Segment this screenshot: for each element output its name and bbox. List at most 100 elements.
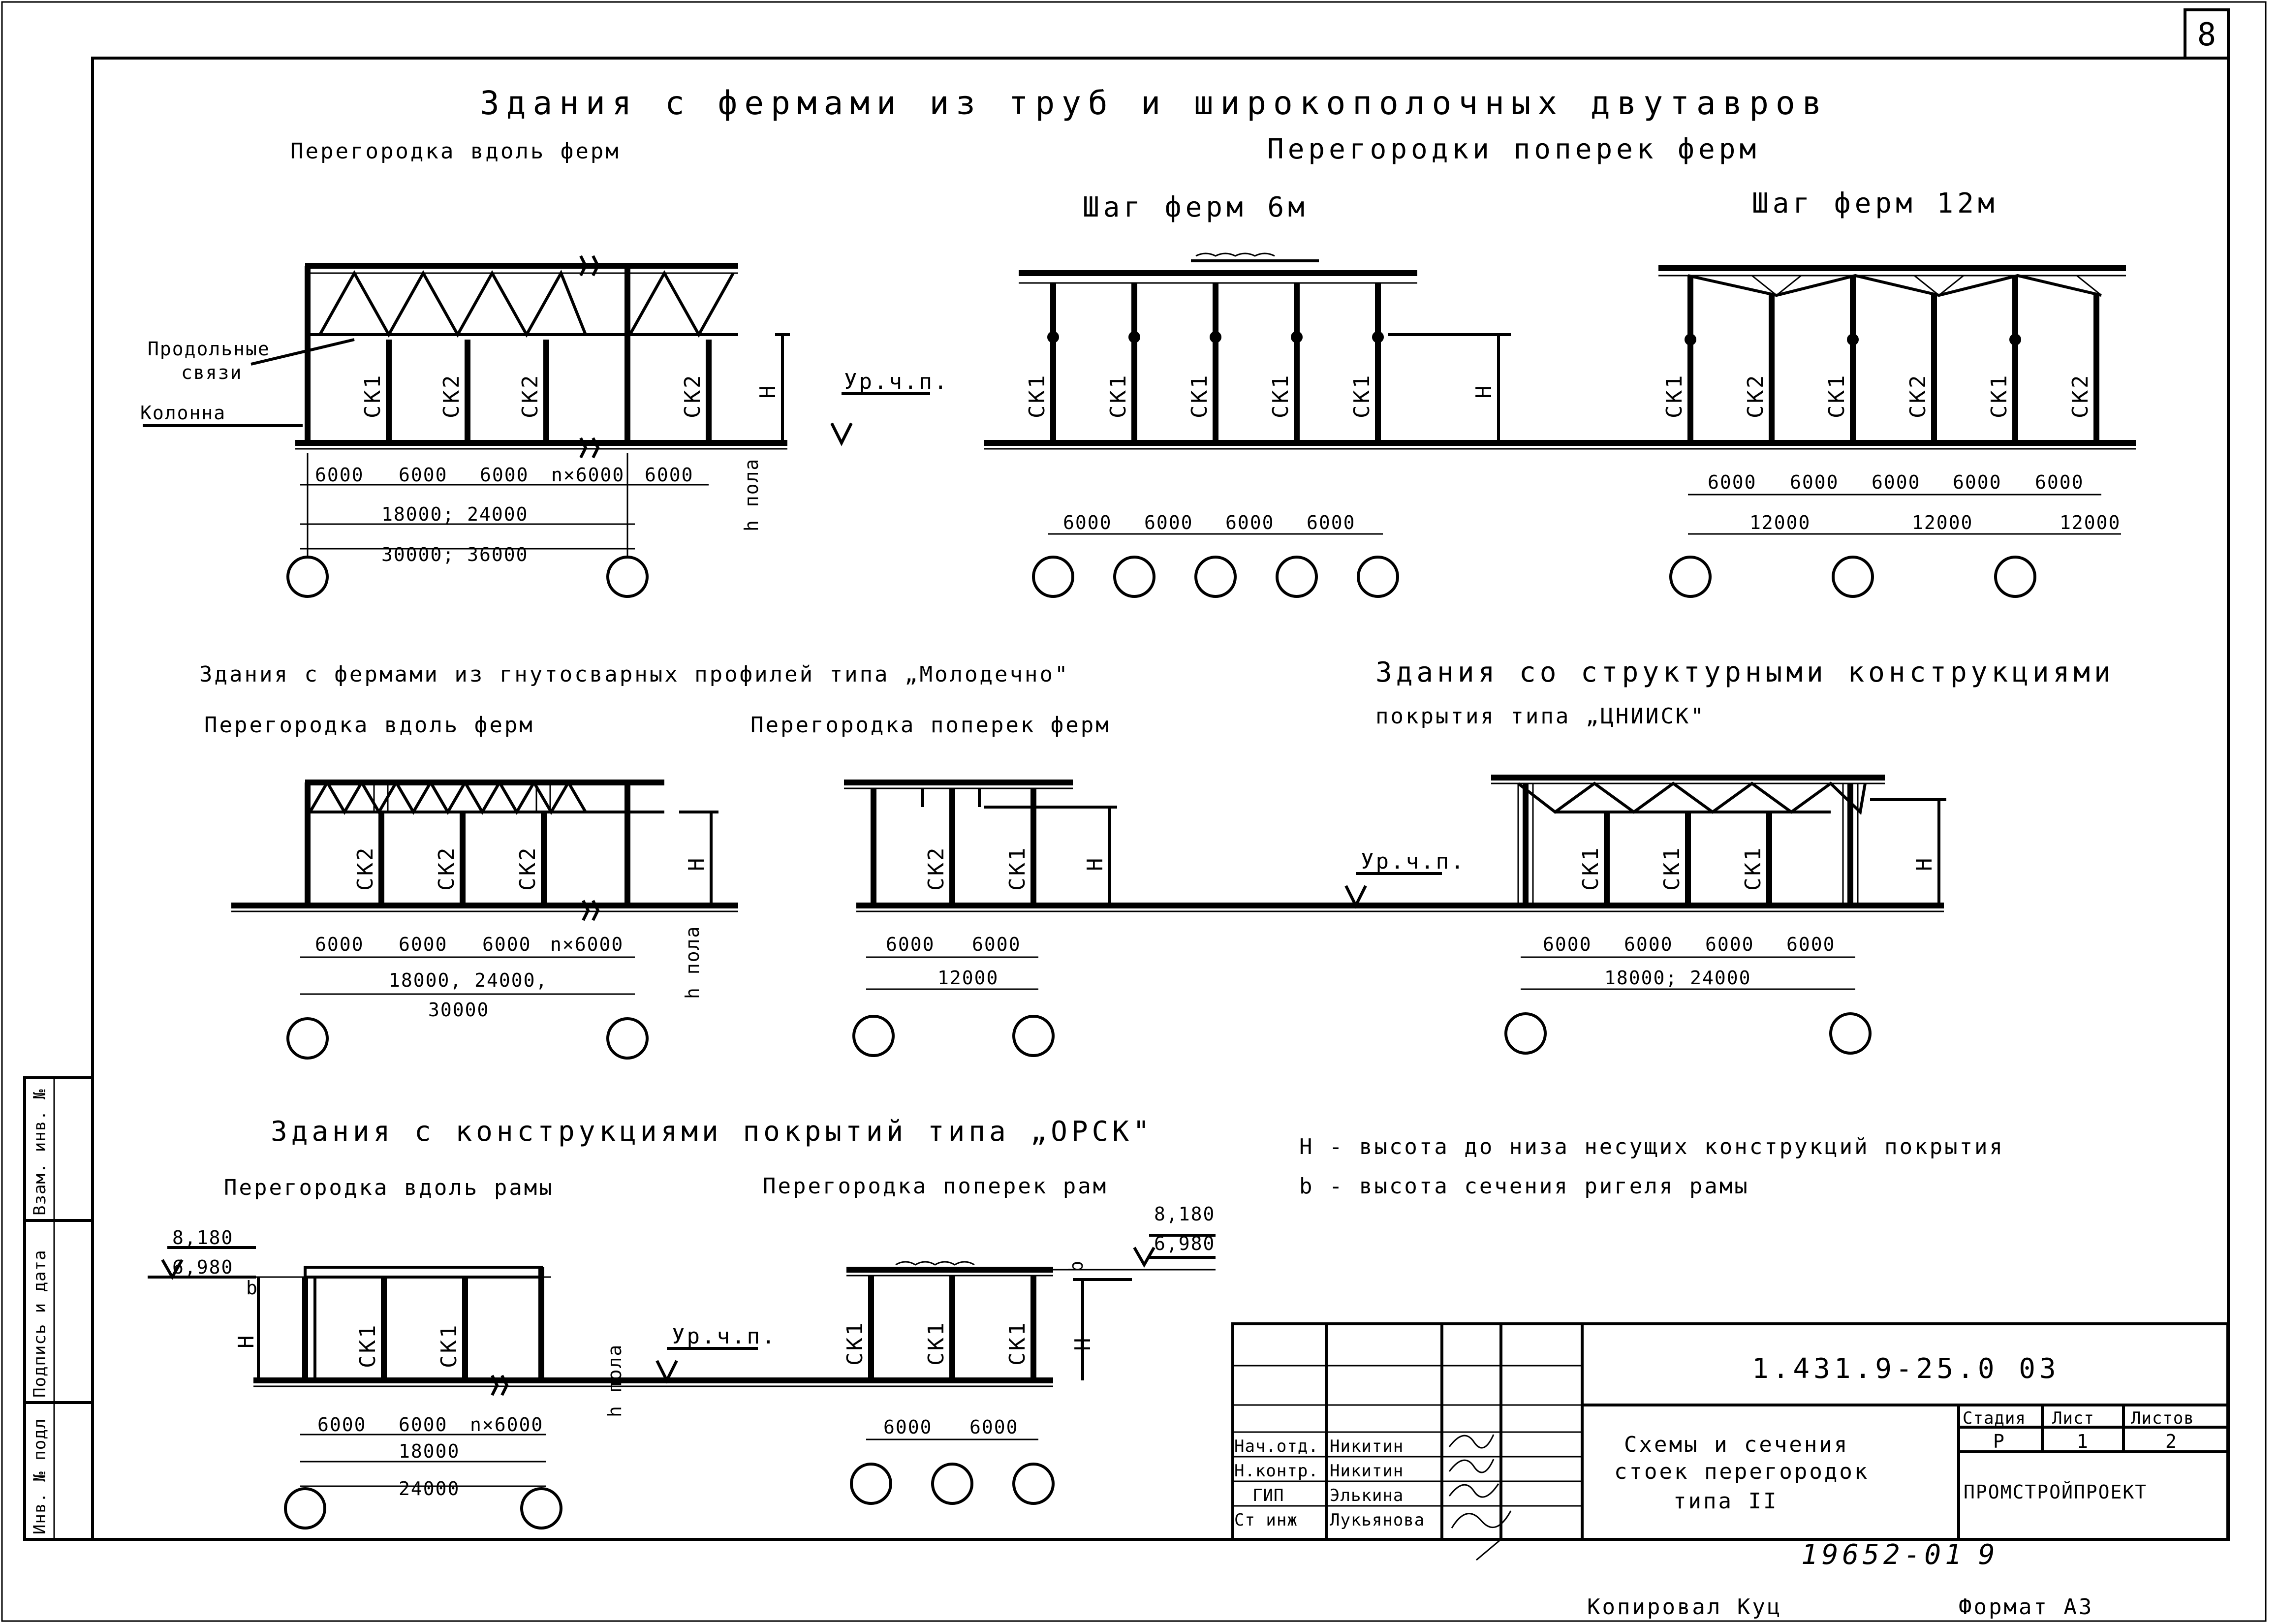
stage-value: Р <box>1993 1431 2005 1452</box>
sec2-along-dim: 6000 <box>399 934 448 955</box>
sec1-step12-post: СК1 <box>1987 374 2012 418</box>
copied-by: Копировал Куц <box>1587 1594 1782 1620</box>
sec2-along-floor-depth: h пола <box>682 926 703 999</box>
sec3-height: Н <box>1912 856 1937 872</box>
sec1-step12-total: 12000 <box>2060 512 2121 533</box>
sec1-step6-dim: 6000 <box>1225 512 1275 533</box>
role-label: ГИП <box>1252 1486 1284 1505</box>
sec2-across-height: Н <box>1083 856 1108 872</box>
sec4-along-dim: n×6000 <box>470 1414 543 1436</box>
sec3-post: СК1 <box>1578 846 1603 891</box>
role-label: Ст инж <box>1234 1510 1298 1530</box>
sec4-along-total1: 18000 <box>399 1440 460 1462</box>
sheets-header: Листов <box>2131 1408 2194 1428</box>
sec1-step6-post: СК1 <box>1268 374 1293 418</box>
sec2-across-total: 12000 <box>937 967 999 989</box>
order-number: 19652-01 <box>1801 1539 1966 1571</box>
sec1-along-title: Перегородка вдоль ферм <box>290 139 621 164</box>
stamp-replace-label: Взам. инв. № <box>30 1089 50 1216</box>
sec1-step12-post: СК1 <box>1662 374 1687 418</box>
sec1-floor-level: Ур.ч.п. <box>844 369 949 394</box>
sec1-along-diagram <box>143 255 930 598</box>
stage-header: Стадия <box>1963 1408 2026 1428</box>
sec1-step12-diagram <box>1550 265 2136 598</box>
sec4-along-title: Перегородка вдоль рамы <box>224 1175 554 1200</box>
sec4-along-post: СК1 <box>355 1323 380 1368</box>
sec4-across-post: СК1 <box>843 1321 868 1366</box>
sec1-callout-column: Колонна <box>140 402 226 424</box>
sec1-step6-post: СК1 <box>1349 374 1374 418</box>
page-number: 9 <box>1978 1539 1999 1571</box>
sec4-across-post: СК1 <box>924 1321 949 1366</box>
sec2-title: Здания с фермами из гнутосварных профиле… <box>199 662 1069 687</box>
sec3-post: СК1 <box>1741 846 1766 891</box>
doc-description-3: типа II <box>1673 1489 1778 1514</box>
sec2-floor-line <box>856 872 1944 912</box>
stamp-sign-label: Подпись и дата <box>30 1249 50 1398</box>
sec2-along-total1: 18000, 24000, <box>389 969 548 991</box>
sec4-along-elev-bottom: 6,980 <box>172 1256 233 1278</box>
sec2-along-dim: 6000 <box>482 934 531 955</box>
sec1-step12-post: СК2 <box>1905 374 1931 418</box>
person-name: Элькина <box>1330 1486 1404 1505</box>
sec1-along-total2: 30000; 36000 <box>381 544 529 565</box>
sec1-along-dim: n×6000 <box>551 464 624 486</box>
sheet-number: 8 <box>2197 17 2217 53</box>
sec3-title-2: покрытия типа „ЦНИИСК" <box>1375 704 1706 729</box>
doc-description-1: Схемы и сечения <box>1624 1432 1849 1457</box>
side-stamp <box>23 1076 94 1541</box>
sec3-dim: 6000 <box>1705 934 1754 955</box>
sec2-along-post: СК2 <box>353 846 378 891</box>
sec2-across-post: СК1 <box>1005 846 1030 891</box>
legend-h: Н - высота до низа несущих конструкций п… <box>1299 1134 2004 1159</box>
sec4-across-beam-depth: b <box>1065 1260 1087 1272</box>
sec1-along-post: СК2 <box>439 374 464 418</box>
sec2-across-post: СК2 <box>924 846 949 891</box>
sec1-step6-post: СК1 <box>1106 374 1131 418</box>
sheets-value: 2 <box>2165 1431 2178 1452</box>
sec1-along-post: СК2 <box>518 374 543 418</box>
sec1-step12-dim: 6000 <box>1953 471 2002 493</box>
sec1-along-floor-depth: h пола <box>741 458 762 531</box>
sec2-across-dim: 6000 <box>972 934 1021 955</box>
sec4-across-height: Н <box>1070 1336 1095 1351</box>
sec1-step6-post: СК1 <box>1025 374 1050 418</box>
sheet-value: 1 <box>2077 1431 2089 1452</box>
sec1-along-height: Н <box>755 384 780 399</box>
paper-format: Формат А3 <box>1959 1594 2093 1620</box>
sec2-floor-level: Ур.ч.п. <box>1361 849 1466 874</box>
sec4-along-total2: 24000 <box>399 1478 460 1499</box>
sec2-along-dim: n×6000 <box>550 934 624 955</box>
sec1-along-dim: 6000 <box>315 464 364 486</box>
sec4-along-post: СК1 <box>437 1323 462 1368</box>
sec1-callout-bracing-1: Продольные <box>148 338 270 360</box>
sec4-across-dim: 6000 <box>883 1416 933 1438</box>
sec1-step6-title: Шаг ферм 6м <box>1083 191 1309 223</box>
sec4-across-elev-bottom: 6,980 <box>1154 1233 1215 1254</box>
sec3-dim: 6000 <box>1786 934 1836 955</box>
sec4-along-beam-depth: b <box>246 1277 258 1299</box>
sec3-dim: 6000 <box>1624 934 1673 955</box>
sec1-step6-post: СК1 <box>1187 374 1212 418</box>
sec1-step12-total: 12000 <box>1749 512 1811 533</box>
sec2-across-title: Перегородка поперек ферм <box>750 713 1111 738</box>
org-name: ПРОМСТРОЙПРОЕКТ <box>1964 1481 2147 1503</box>
sec1-step12-dim: 6000 <box>1708 471 1757 493</box>
sec3-diagram <box>1491 775 1946 1055</box>
sec1-step12-dim: 6000 <box>2035 471 2084 493</box>
sec1-step12-title: Шаг ферм 12м <box>1752 187 1998 219</box>
sec4-along-elev-top: 8,180 <box>172 1227 233 1249</box>
sec2-along-height: Н <box>684 856 709 872</box>
sec2-along-post: СК2 <box>434 846 459 891</box>
role-label: Нач.отд. <box>1234 1437 1319 1456</box>
sec1-callout-bracing-2: связи <box>181 362 242 383</box>
title-block <box>1231 1322 2229 1541</box>
legend-b: b - высота сечения ригеля рамы <box>1299 1174 1749 1199</box>
sec1-step12-dim: 6000 <box>1872 471 1921 493</box>
sec1-step6-diagram <box>984 252 1550 598</box>
role-label: Н.контр. <box>1234 1461 1319 1481</box>
sec4-across-title: Перегородка поперек рам <box>763 1174 1108 1199</box>
stamp-inv-label: Инв. № подл <box>30 1418 50 1534</box>
sec4-across-elev-top: 8,180 <box>1154 1203 1215 1225</box>
